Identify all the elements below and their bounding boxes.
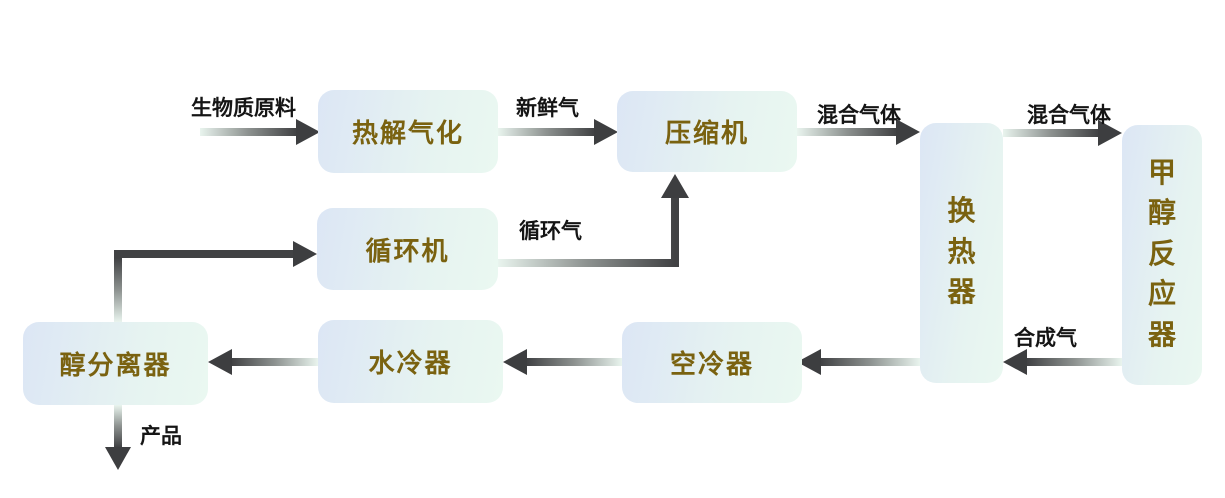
node-air-cooler-label: 空冷器	[669, 350, 754, 379]
node-alcohol-separator: 醇分离器	[23, 322, 208, 405]
flow-label-mixed-gas-2: 混合气体	[1027, 103, 1111, 127]
node-methanol-reactor: 甲醇反应器	[1122, 125, 1202, 385]
node-pyrolysis-label: 热解气化	[351, 119, 464, 148]
arrow-recycle-machine-to-compressor	[498, 174, 689, 267]
node-compressor: 压缩机	[617, 91, 797, 172]
node-pyrolysis: 热解气化	[318, 90, 498, 173]
node-methanol-reactor-label: 甲醇反应器	[1147, 157, 1176, 351]
arrow-biomass-to-pyrolysis	[200, 119, 320, 145]
arrow-compressor-to-heat-exchanger	[797, 119, 920, 145]
arrow-water-cooler-to-separator	[208, 349, 318, 375]
arrow-heat-exchanger-to-reactor	[1003, 120, 1122, 146]
flow-label-mixed-gas-1: 混合气体	[817, 103, 901, 127]
arrow-pyrolysis-to-compressor	[498, 119, 618, 145]
arrow-air-cooler-to-water-cooler	[503, 349, 622, 375]
node-water-cooler: 水冷器	[318, 320, 503, 403]
flow-label-recycle-gas: 循环气	[519, 219, 582, 243]
node-recycle-machine: 循环机	[317, 208, 498, 290]
node-air-cooler: 空冷器	[622, 322, 802, 403]
node-alcohol-separator-label: 醇分离器	[59, 351, 172, 380]
flow-label-syngas: 合成气	[1014, 326, 1077, 350]
arrow-separator-to-product	[105, 405, 131, 470]
arrow-heat-exchanger-to-air-cooler	[797, 349, 920, 375]
flow-label-biomass-feed: 生物质原料	[191, 96, 296, 120]
flow-label-product: 产品	[140, 424, 182, 448]
flow-label-fresh-gas: 新鲜气	[516, 96, 579, 120]
node-water-cooler-label: 水冷器	[368, 349, 453, 378]
arrow-separator-to-recycle-machine	[114, 241, 317, 322]
node-heat-exchanger: 换热器	[920, 123, 1003, 383]
node-recycle-machine-label: 循环机	[365, 236, 450, 266]
node-heat-exchanger-label: 换热器	[947, 196, 976, 309]
node-compressor-label: 压缩机	[664, 119, 749, 148]
arrow-reactor-to-heat-exchanger	[1003, 349, 1122, 375]
